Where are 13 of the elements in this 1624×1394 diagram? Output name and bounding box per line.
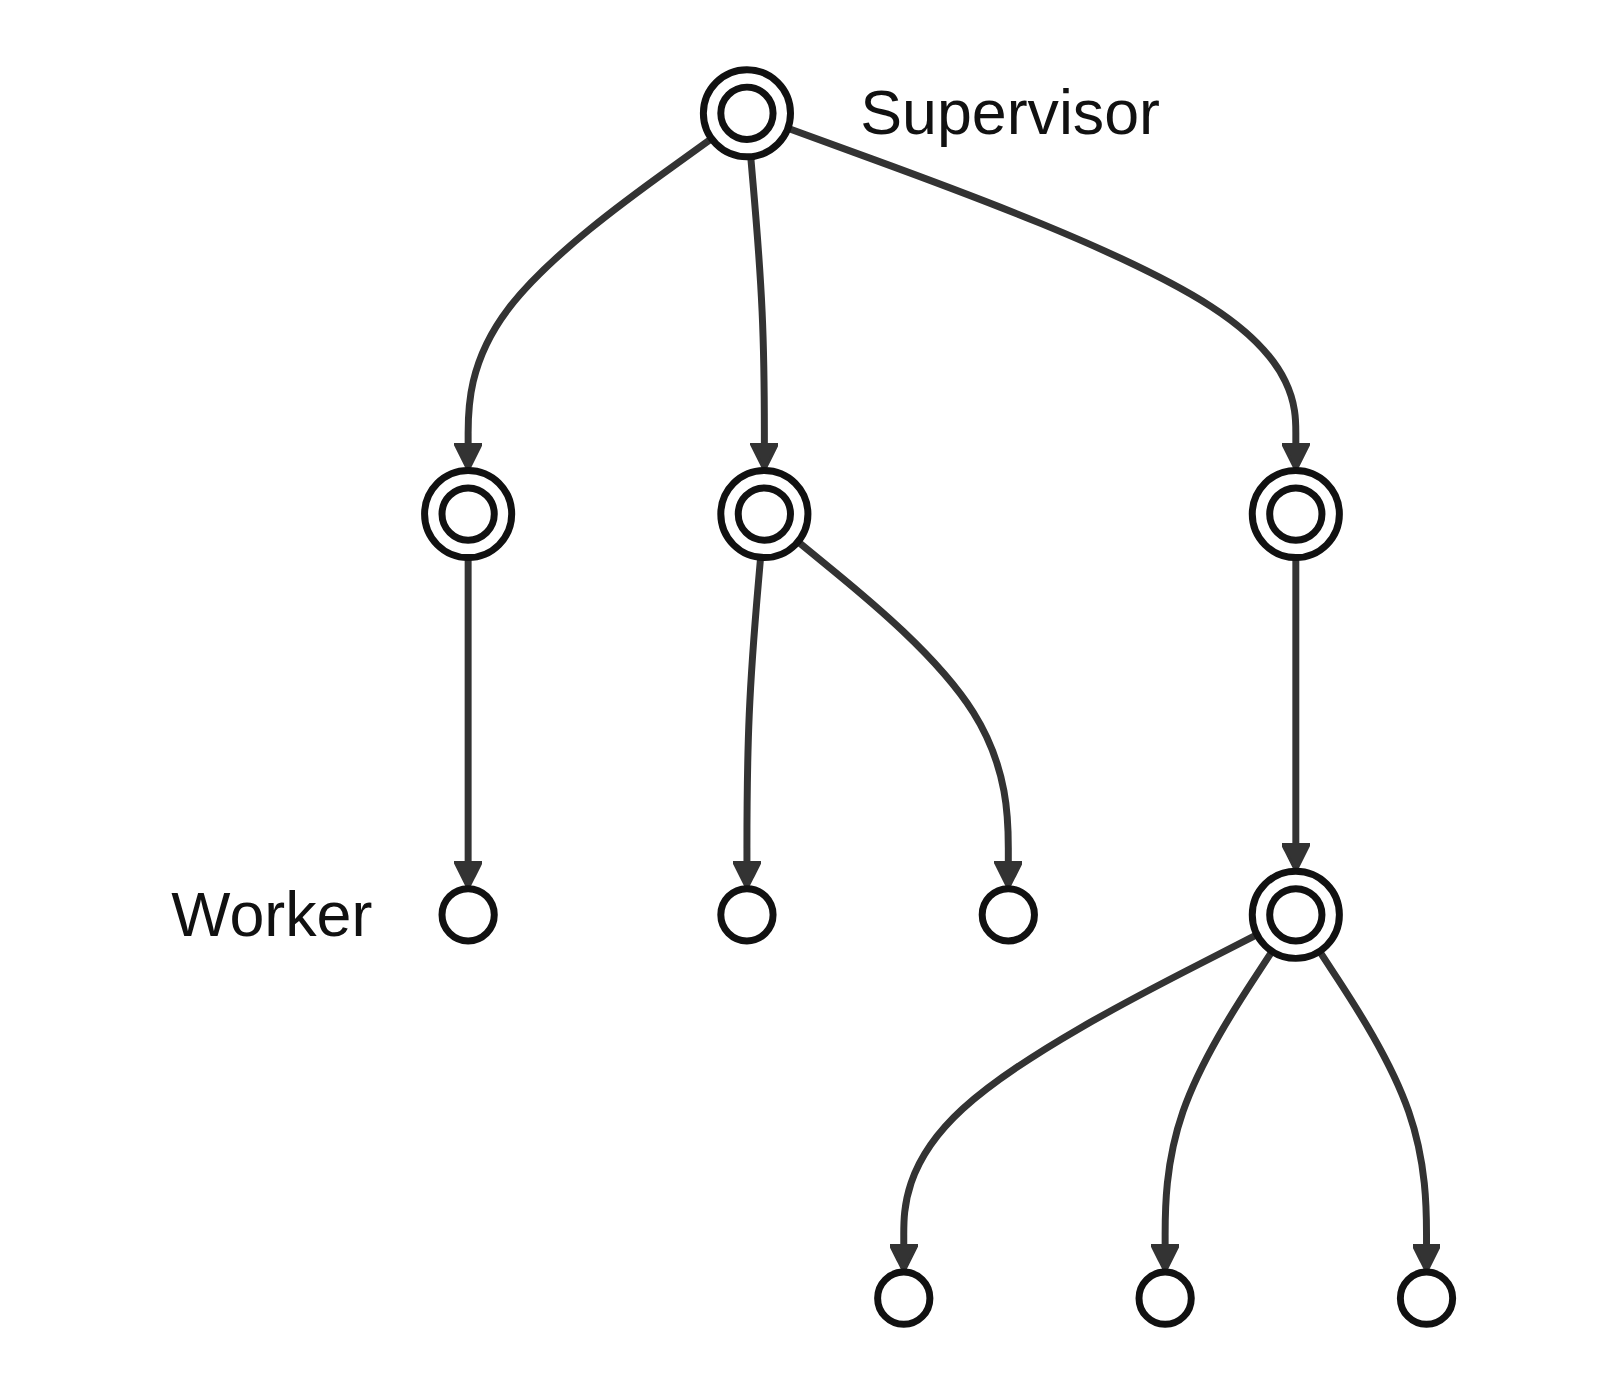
node-circle bbox=[1396, 1268, 1457, 1328]
node-circle bbox=[717, 885, 777, 945]
node-circle bbox=[874, 1268, 934, 1328]
node-circle bbox=[438, 885, 498, 945]
node-caption: Supervisor bbox=[860, 77, 1160, 148]
node-doublecircle bbox=[699, 66, 794, 161]
node-circle bbox=[1135, 1268, 1195, 1328]
node-doublecircle bbox=[717, 467, 812, 562]
node-caption: Worker bbox=[171, 878, 373, 949]
node-doublecircle bbox=[1248, 467, 1343, 562]
node-doublecircle bbox=[1248, 867, 1343, 962]
node-doublecircle bbox=[421, 467, 516, 562]
node-circle bbox=[978, 885, 1038, 945]
